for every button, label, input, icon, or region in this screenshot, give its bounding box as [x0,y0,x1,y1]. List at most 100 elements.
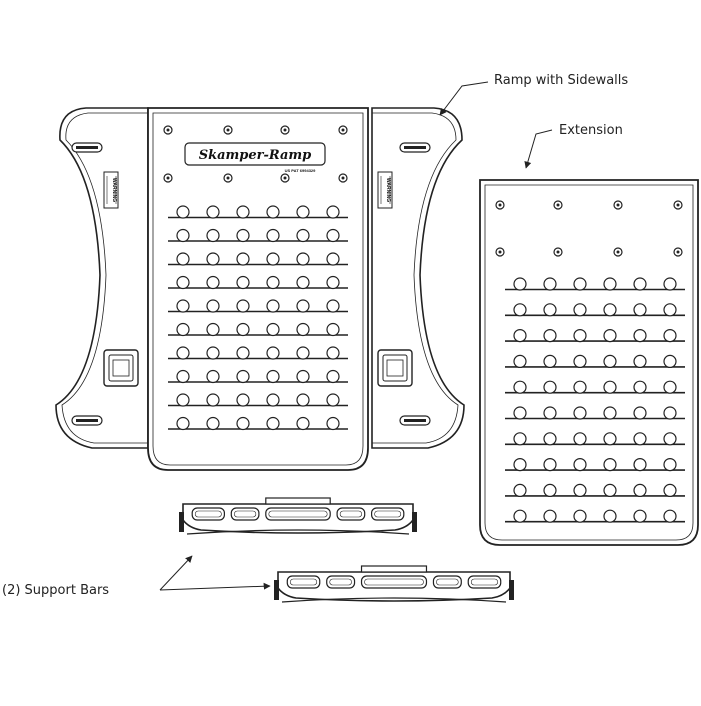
traction-hole [176,393,190,407]
support-bar-leader-line-2 [159,582,271,591]
traction-hole [206,346,220,360]
support-bar-2 [274,565,514,603]
traction-hole [573,354,587,368]
traction-rung [505,509,685,523]
right-warning-text: WARNING [385,178,391,202]
traction-rung [168,322,348,337]
traction-hole [266,275,280,290]
traction-hole [176,369,190,384]
traction-hole [206,416,220,431]
traction-hole [176,228,190,243]
traction-hole [236,275,250,290]
traction-hole [633,432,647,446]
traction-hole [296,205,310,219]
traction-hole [633,277,647,291]
traction-rung [168,228,348,243]
traction-hole [633,406,647,420]
left-warning-text: WARNING [111,178,117,202]
traction-hole [543,277,557,291]
traction-hole [573,483,587,497]
ramp-panel: Skamper-Ramp US PAT 6994329 [147,107,369,471]
traction-hole [543,509,557,523]
traction-hole [543,483,557,497]
traction-hole [633,354,647,368]
traction-hole [266,322,280,337]
traction-rung [505,277,685,291]
traction-hole [513,303,527,317]
traction-hole [663,432,677,446]
traction-hole [326,275,340,290]
traction-hole [603,277,617,291]
traction-hole [603,303,617,317]
traction-hole [176,416,190,431]
traction-hole [296,416,310,431]
traction-hole [513,277,527,291]
traction-hole [236,252,250,266]
traction-hole [573,380,587,394]
traction-hole [236,322,250,337]
traction-hole [663,354,677,368]
traction-hole [543,329,557,343]
bar-end-cap [274,580,279,600]
traction-rung [168,416,348,431]
traction-hole [513,406,527,420]
traction-hole [633,303,647,317]
traction-rung [505,432,685,446]
traction-hole [206,228,220,243]
traction-hole [266,346,280,360]
traction-hole [206,322,220,337]
traction-hole [573,432,587,446]
traction-hole [176,252,190,266]
traction-hole [266,205,280,219]
traction-hole [296,322,310,337]
traction-hole [663,277,677,291]
traction-hole [326,346,340,360]
traction-hole [543,354,557,368]
ramp-brand-text: Skamper-Ramp [199,148,312,163]
ramp-rungs [168,205,348,431]
traction-hole [513,432,527,446]
right-sidewall: WARNING [371,107,465,449]
traction-hole [603,354,617,368]
traction-hole [513,483,527,497]
traction-hole [236,228,250,243]
traction-rung [168,205,348,219]
traction-rung [168,299,348,313]
traction-hole [296,275,310,290]
traction-rung [168,393,348,407]
bar-top-plate [265,497,331,505]
traction-hole [633,458,647,472]
traction-hole [266,252,280,266]
traction-hole [633,380,647,394]
traction-hole [573,406,587,420]
traction-hole [266,299,280,313]
traction-hole [326,393,340,407]
traction-hole [603,406,617,420]
traction-rung [168,275,348,290]
extension-mount-holes [495,200,683,257]
traction-hole [603,458,617,472]
traction-hole [206,393,220,407]
traction-hole [206,275,220,290]
traction-rung [168,346,348,360]
bar-end-cap [509,580,514,600]
traction-hole [513,380,527,394]
bar-end-cap [412,512,417,532]
traction-hole [543,458,557,472]
extension-leader-line [524,129,553,169]
support-bars-label: (2) Support Bars [2,583,110,598]
traction-hole [206,299,220,313]
traction-hole [513,354,527,368]
traction-hole [603,483,617,497]
traction-hole [663,303,677,317]
extension-label: Extension [559,123,623,138]
traction-hole [663,406,677,420]
traction-hole [326,416,340,431]
traction-hole [633,329,647,343]
traction-hole [543,380,557,394]
traction-rung [505,380,685,394]
traction-hole [543,406,557,420]
traction-rung [505,329,685,343]
traction-hole [633,509,647,523]
traction-rung [505,303,685,317]
